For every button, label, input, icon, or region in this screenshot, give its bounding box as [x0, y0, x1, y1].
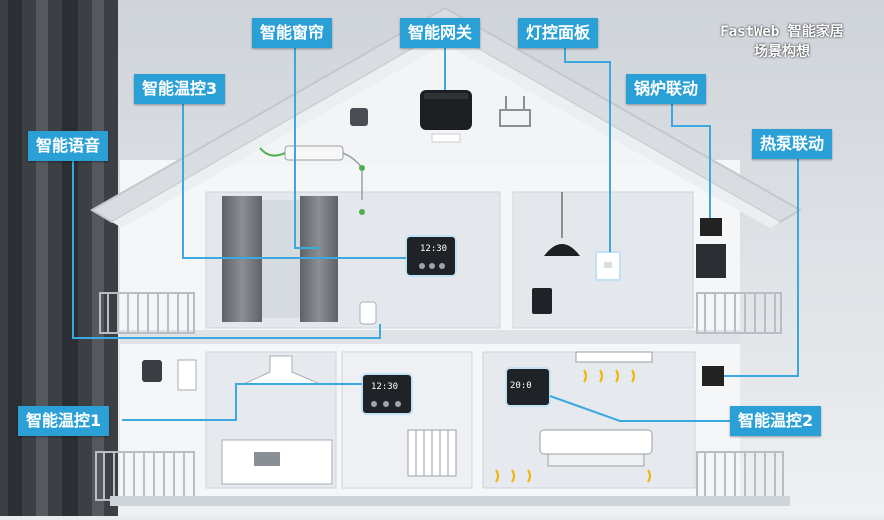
title-line-2: 场景构想	[754, 44, 810, 60]
thermostat-2: 20:0	[505, 367, 551, 407]
curtain-motor-device	[259, 145, 365, 215]
connector-smart-thermo-2	[549, 395, 730, 422]
boiler-unit	[696, 218, 726, 278]
air-conditioner	[575, 351, 653, 383]
floor-slab	[120, 330, 740, 344]
thermostat-1: 12:30	[361, 373, 413, 415]
connector-smart-thermo-3	[182, 101, 406, 259]
balcony-upper-left	[99, 292, 195, 334]
thermostat-2-time: 20:0	[510, 381, 532, 391]
connector-light-panel	[564, 48, 611, 252]
heat-pump-unit	[702, 366, 724, 386]
router-device	[499, 96, 531, 127]
label-smart-curtain: 智能窗帘	[252, 18, 333, 48]
connector-heat-pump-link	[724, 159, 799, 377]
window-curtain-backdrop	[0, 0, 118, 516]
sofa	[495, 429, 653, 483]
air-sensor-device	[359, 301, 377, 325]
label-smart-thermo-1: 智能温控1	[18, 406, 110, 436]
label-heat-pump-link: 热泵联动	[752, 129, 833, 159]
connector-smart-thermo-1	[122, 383, 362, 421]
light-control-panel	[595, 251, 621, 281]
connector-smart-voice	[72, 161, 381, 339]
smart-speaker-device	[532, 288, 552, 314]
connector-lines	[72, 48, 799, 422]
kitchen-counter	[221, 439, 333, 485]
label-smart-voice: 智能语音	[28, 131, 109, 161]
label-light-panel: 灯控面板	[518, 18, 599, 48]
ground	[110, 496, 790, 506]
connector-smart-curtain	[294, 48, 320, 249]
thermostat-3: 12:30	[405, 235, 457, 277]
connector-boiler-link	[671, 104, 711, 218]
smart-gateway-device	[420, 90, 472, 143]
wall-switch-attic	[350, 108, 368, 126]
radiator	[407, 429, 457, 477]
pendant-lamp	[544, 192, 580, 256]
label-smart-thermo-3: 智能温控3	[134, 74, 226, 104]
label-smart-gateway: 智能网关	[400, 18, 481, 48]
balcony-upper-right	[696, 292, 782, 334]
label-smart-thermo-2: 智能温控2	[730, 406, 822, 436]
thermostat-1-time: 12:30	[371, 382, 398, 392]
wall-thermostat-hall	[142, 359, 197, 391]
diagram-title: FastWeb 智能家居 场景构想	[694, 22, 870, 62]
title-line-1: FastWeb 智能家居	[720, 24, 844, 40]
thermostat-3-time: 12:30	[420, 244, 447, 254]
label-boiler-link: 锅炉联动	[626, 74, 707, 104]
